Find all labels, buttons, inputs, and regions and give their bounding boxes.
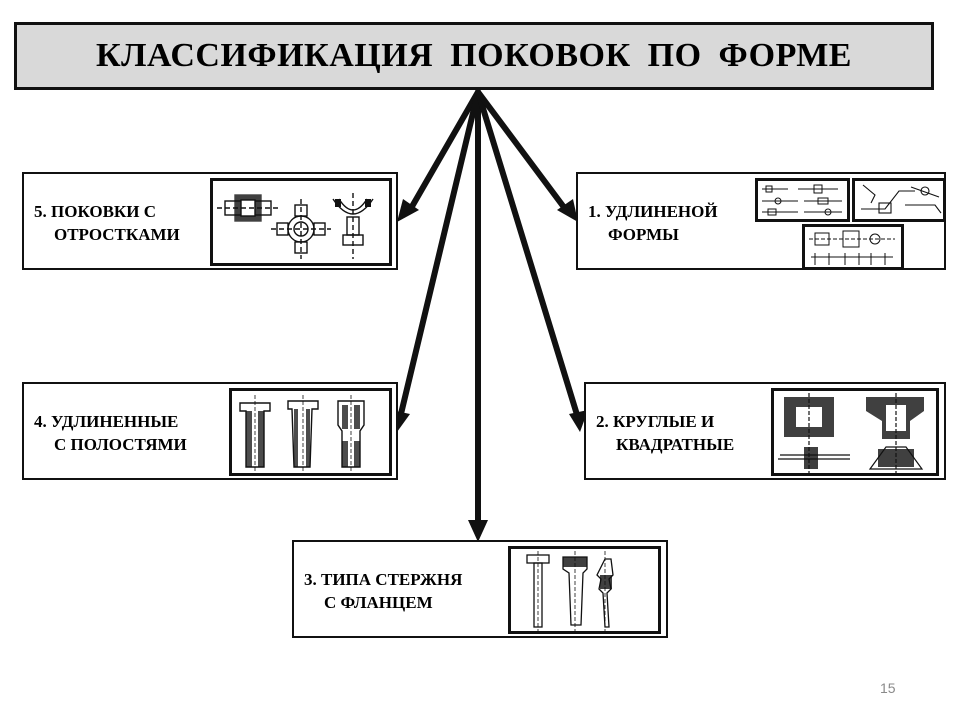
category-1-line1: 1. УДЛИНЕНОЙ bbox=[588, 202, 718, 221]
category-1-drawing-b bbox=[852, 178, 946, 222]
diagram-title: КЛАССИФИКАЦИЯ ПОКОВОК ПО ФОРМЕ bbox=[96, 37, 852, 74]
category-5-line2: ОТРОСТКАМИ bbox=[54, 225, 180, 244]
category-node-5: 5. ПОКОВКИ С ОТРОСТКАМИ bbox=[22, 172, 398, 270]
category-node-4: 4. УДЛИНЕННЫЕ С ПОЛОСТЯМИ bbox=[22, 382, 398, 480]
category-2-line2: КВАДРАТНЫЕ bbox=[616, 435, 735, 454]
category-5-line1: 5. ПОКОВКИ С bbox=[34, 202, 156, 221]
category-5-drawing bbox=[210, 178, 392, 266]
arrow-to-category-2 bbox=[475, 89, 581, 421]
category-4-line2: С ПОЛОСТЯМИ bbox=[54, 435, 187, 454]
category-4-line1: 4. УДЛИНЕННЫЕ bbox=[34, 412, 179, 431]
category-node-2: 2. КРУГЛЫЕ И КВАДРАТНЫЕ bbox=[584, 382, 946, 480]
category-1-drawing-a bbox=[755, 178, 850, 222]
category-3-line2: С ФЛАНЦЕМ bbox=[324, 593, 433, 612]
category-3-line1: 3. ТИПА СТЕРЖНЯ bbox=[304, 570, 463, 589]
category-3-drawing bbox=[508, 546, 661, 634]
arrowhead-category-2 bbox=[569, 410, 588, 432]
category-node-3: 3. ТИПА СТЕРЖНЯ С ФЛАНЦЕМ bbox=[292, 540, 668, 638]
category-node-1: 1. УДЛИНЕНОЙ ФОРМЫ bbox=[576, 172, 946, 270]
arrowhead-category-5 bbox=[397, 199, 419, 222]
arrow-to-category-1 bbox=[475, 89, 569, 213]
arrowhead-category-1 bbox=[557, 199, 578, 222]
title-box: КЛАССИФИКАЦИЯ ПОКОВОК ПО ФОРМЕ bbox=[14, 22, 934, 90]
category-4-drawing bbox=[229, 388, 392, 476]
page-number: 15 bbox=[880, 680, 896, 696]
category-1-drawing-c bbox=[802, 224, 904, 270]
arrow-to-category-5 bbox=[407, 89, 481, 213]
arrowhead-category-3 bbox=[468, 520, 488, 542]
category-2-drawing bbox=[771, 388, 939, 476]
arrow-to-category-4 bbox=[397, 89, 481, 421]
category-1-line2: ФОРМЫ bbox=[608, 225, 679, 244]
category-2-line1: 2. КРУГЛЫЕ И bbox=[596, 412, 715, 431]
